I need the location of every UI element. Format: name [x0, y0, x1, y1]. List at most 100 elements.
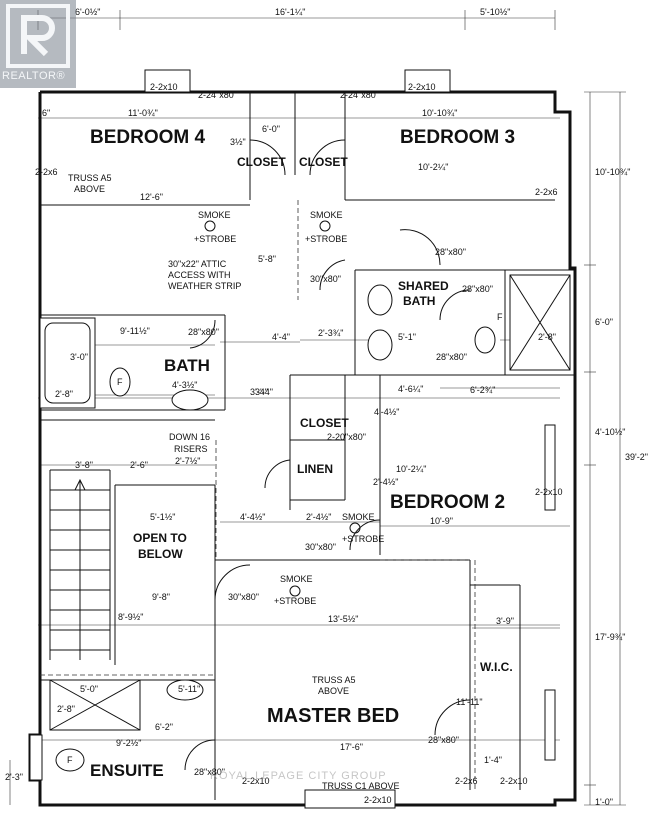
- dim-2x10-bottom-right: 2-2x10: [500, 776, 528, 786]
- dim-left-2-3: 2'-3": [5, 772, 23, 782]
- dim-stair-2-6: 2'-6": [130, 460, 148, 470]
- room-label-wic: W.I.C.: [480, 660, 513, 674]
- sink-bath: [171, 389, 209, 411]
- note-truss-top-1: TRUSS A5: [68, 173, 112, 183]
- dim-shared-2-8: 2'-8": [538, 332, 556, 342]
- dim-bedroom2-height: 10'-2¼": [396, 464, 426, 474]
- dimension-labels: 6'-0½" 16'-1¼" 5'-10½" 2-2x10 2-2x10 2-2…: [5, 7, 648, 807]
- dim-stair-2-7: 2'-7½": [175, 456, 200, 466]
- room-label-bedroom2: BEDROOM 2: [390, 492, 505, 513]
- dim-ensuite-2-8: 2'-8": [57, 704, 75, 714]
- smoke-detector-mid: [349, 522, 361, 534]
- fixture-mark-ensuite: F: [67, 755, 73, 765]
- fixture-mark-shared: F: [497, 312, 503, 322]
- dim-open-5-1: 5'-1½": [150, 512, 175, 522]
- note-attic-3: WEATHER STRIP: [168, 281, 241, 291]
- note-smoke-right-1: SMOKE: [310, 210, 343, 220]
- note-smoke-right-2: +STROBE: [305, 234, 347, 244]
- note-truss-master-1: TRUSS A5: [312, 675, 356, 685]
- dim-bedroom3-width: 10'-10¾": [422, 108, 457, 118]
- dim-bath-2-8: 2'-8": [55, 389, 73, 399]
- dim-master-17-6: 17'-6": [340, 742, 363, 752]
- dim-bedroom4-width: 11'-0¾": [128, 108, 158, 118]
- dim-2x10-bottom: 2-2x10: [364, 795, 392, 805]
- dim-master-13-5: 13'-5½": [328, 614, 358, 624]
- smoke-detector-left: [204, 220, 216, 232]
- window-top-left: [144, 69, 191, 93]
- dim-hall-5-8: 5'-8": [258, 254, 276, 264]
- window-top-right: [404, 69, 451, 93]
- sink-shared-2: [367, 329, 393, 361]
- dim-bath-9-11: 9'-11½": [120, 326, 150, 336]
- beam-lines: [40, 200, 476, 790]
- dim-closet-4-6: 4'-6¼": [398, 384, 423, 394]
- note-down-1: DOWN 16: [169, 432, 210, 442]
- dim-closet-door: 2-20"x80": [327, 432, 366, 442]
- staircase: [49, 469, 111, 660]
- dim-hall-3-4-right: 3'-4": [255, 387, 273, 397]
- room-label-closet-mid: CLOSET: [300, 416, 349, 430]
- dim-door-ensuite: 28"x80": [194, 767, 225, 777]
- realtor-r-icon: [6, 4, 70, 68]
- dim-hall-2-3: 2'-3¾": [318, 328, 343, 338]
- dim-bedroom4-height: 12'-6": [140, 192, 163, 202]
- room-label-bedroom3: BEDROOM 3: [400, 127, 515, 148]
- dim-closet-4-4: 4'-4½": [374, 407, 399, 417]
- dim-top-mid: 16'-1¼": [275, 7, 305, 17]
- note-smoke-hall-2: +STROBE: [274, 596, 316, 606]
- dim-right-top: 10'-10¾": [595, 167, 630, 177]
- room-label-linen: LINEN: [297, 462, 333, 476]
- note-down-2: RISERS: [174, 444, 208, 454]
- note-truss-top-2: ABOVE: [74, 184, 105, 194]
- sink-shared-1: [367, 284, 393, 316]
- dim-right-end: 1'-0": [595, 797, 613, 807]
- dim-header-left: 2-2x10: [150, 82, 178, 92]
- room-label-closet-left: CLOSET: [237, 155, 286, 169]
- sink-ensuite: [166, 679, 204, 701]
- smoke-detectors: [204, 220, 361, 597]
- room-label-master-bed: MASTER BED: [267, 705, 399, 727]
- dim-right-mid: 6'-0": [595, 317, 613, 327]
- dim-hall-3-4: 3'-4": [250, 387, 268, 397]
- dim-three-half: 3½": [230, 137, 246, 147]
- interior-walls: [40, 92, 575, 800]
- room-label-bath: BATH: [164, 356, 210, 375]
- dim-shared-5-1: 5'-1": [398, 332, 416, 342]
- realtor-logo: REALTOR®: [0, 0, 76, 88]
- dim-2x10-right: 2-2x10: [535, 487, 563, 497]
- room-label-shared-bath-line2: BATH: [403, 294, 435, 308]
- dim-door-shared-3: 28"x80": [436, 352, 467, 362]
- dim-door-attic: 30"x80": [310, 274, 341, 284]
- window-right-bedroom2: [544, 424, 556, 511]
- dim-door-closet-left: 2-24"x80": [198, 90, 237, 100]
- realtor-logo-text: REALTOR®: [2, 70, 66, 82]
- room-labels: BEDROOM 4 BEDROOM 3 CLOSET CLOSET SHARED…: [90, 127, 515, 780]
- window-right-master: [544, 689, 556, 761]
- plumbing-fixtures: [39, 274, 571, 772]
- dim-2x6-bottom: 2-2x6: [455, 776, 478, 786]
- dim-bedroom2-2-4: 2'-4½": [373, 477, 398, 487]
- note-smoke-mid-1: SMOKE: [342, 512, 375, 522]
- note-truss-master-2: ABOVE: [318, 686, 349, 696]
- toilet-shared: [474, 326, 496, 354]
- dim-bedroom2-10-9: 10'-9": [430, 516, 453, 526]
- room-label-ensuite: ENSUITE: [90, 761, 164, 780]
- dim-stair-3-8: 3'-8": [75, 460, 93, 470]
- note-truss-bottom: TRUSS C1 ABOVE: [322, 781, 400, 791]
- dim-top-right: 5'-10½": [480, 7, 510, 17]
- fixture-mark-bath: F: [117, 377, 123, 387]
- fixture-marks: F F F: [67, 312, 503, 765]
- dim-top-left: 6'-0½": [75, 7, 100, 17]
- dim-header-right: 2-2x10: [408, 82, 436, 92]
- window-bottom-master: [304, 789, 396, 809]
- watermark-text: ROYAL LEPAGE CITY GROUP: [210, 770, 387, 782]
- dim-2x6-left: 2-2x6: [35, 167, 58, 177]
- note-smoke-hall-1: SMOKE: [280, 574, 313, 584]
- dim-right-bedroom2: 4'-10½": [595, 427, 625, 437]
- note-attic-2: ACCESS WITH: [168, 270, 231, 280]
- smoke-detector-hall: [289, 585, 301, 597]
- dim-door-closet-right: 2-24"x80": [340, 90, 379, 100]
- dim-bedroom3-height: 10'-2¼": [418, 162, 448, 172]
- dim-six-inch: 6": [42, 108, 50, 118]
